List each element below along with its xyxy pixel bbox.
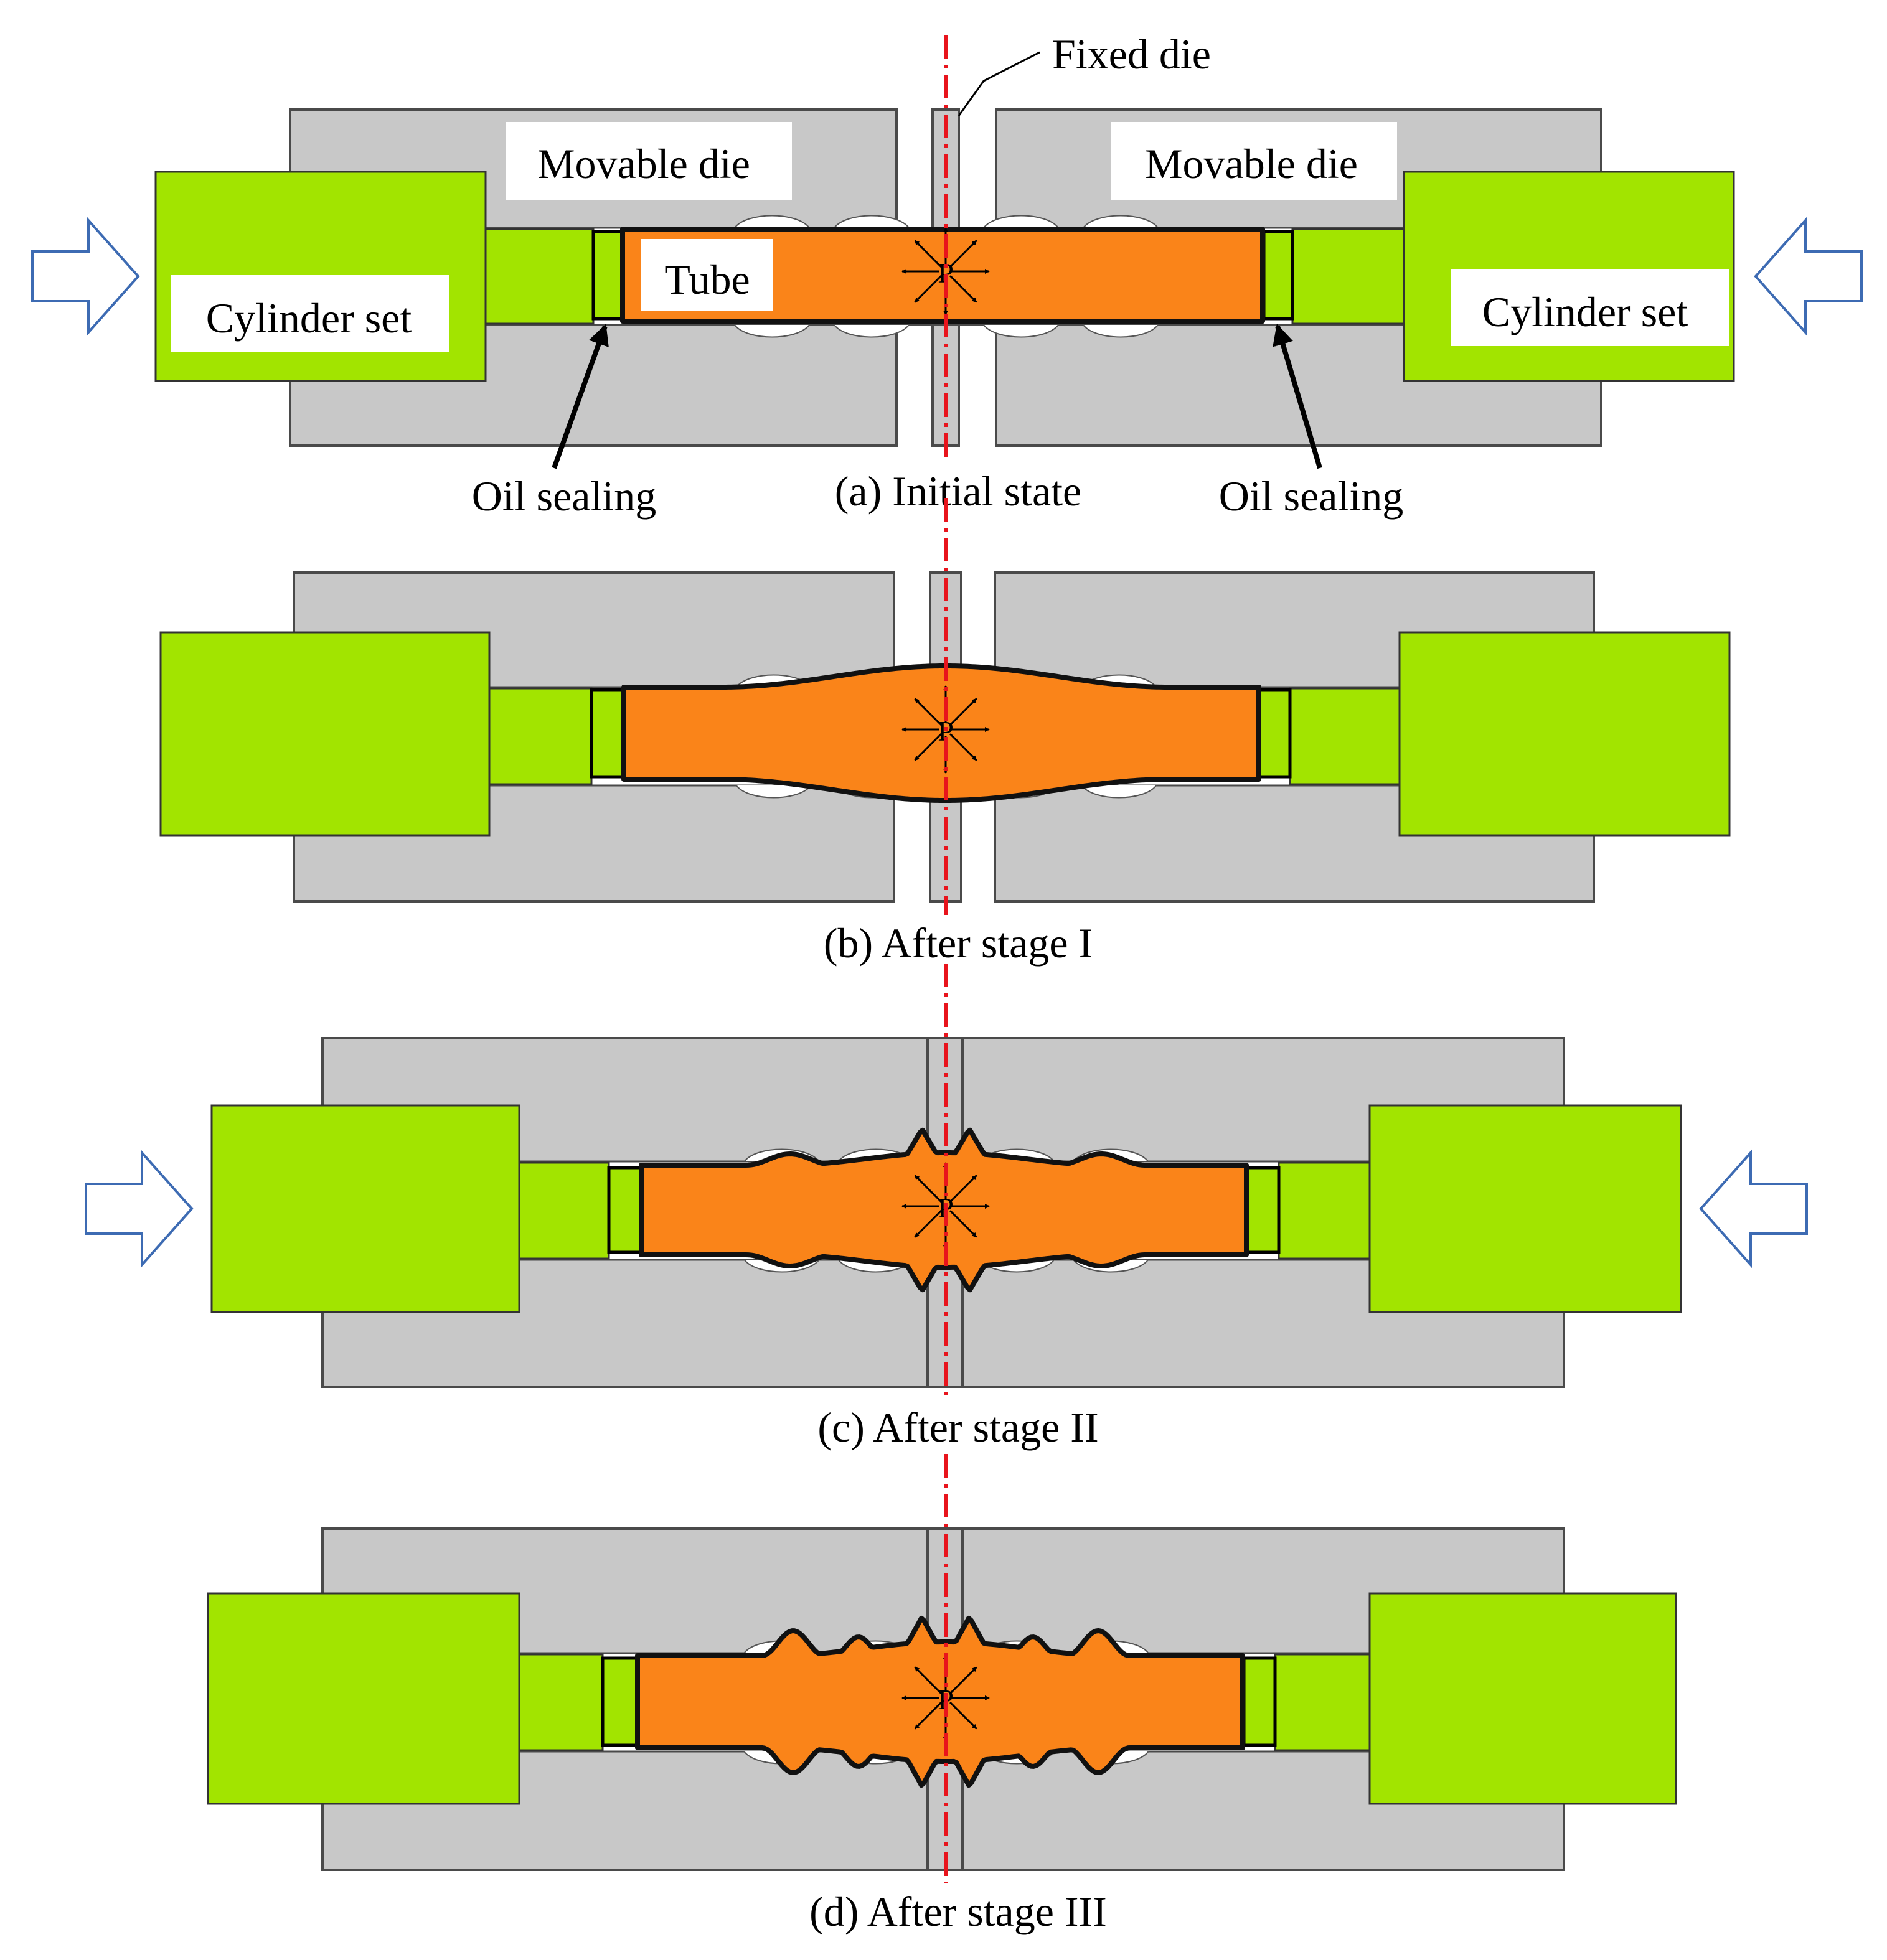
piston-left: [518, 1161, 610, 1260]
oil-seal-right: [1245, 1166, 1281, 1254]
pressure-arrow: [949, 1666, 977, 1694]
panel-c: P(c) After stage II: [85, 964, 1808, 1451]
cylinder-right: [1398, 631, 1731, 837]
label-cylinder-set-right-bg: [1451, 269, 1729, 346]
label-tube-text: Tube: [664, 256, 750, 303]
tube: [621, 663, 1261, 803]
label-cylinder-set-right: Cylinder set: [1451, 269, 1729, 346]
pressure-arrow: [914, 733, 942, 761]
label-movable-die-right: Movable die: [1111, 122, 1397, 200]
pressure-arrow: [914, 1175, 942, 1203]
oil-seal-left: [591, 230, 624, 321]
pressure-arrow: [914, 1210, 942, 1238]
label-movable-die-right-text: Movable die: [1145, 140, 1358, 187]
caption-c: (c) After stage II: [817, 1404, 1098, 1451]
push-arrow-icon: [1699, 1149, 1808, 1268]
push-arrow-icon: [1754, 217, 1863, 336]
pressure-arrow: [914, 240, 942, 268]
panel-b: P(b) After stage I: [159, 498, 1731, 967]
cylinder-left: [159, 631, 491, 837]
piston-left: [488, 687, 593, 785]
piston-left: [484, 228, 595, 325]
die-groove: [734, 324, 810, 338]
tube: [620, 227, 1265, 324]
die-groove: [983, 215, 1059, 228]
label-oil-sealing-right: Oil sealing: [1219, 472, 1404, 520]
cylinder-right: [1368, 1592, 1677, 1805]
push-arrow-icon: [85, 1149, 194, 1268]
pressure-arrow: [949, 275, 977, 303]
push-arrow-icon: [31, 217, 140, 336]
die-groove: [1083, 324, 1159, 338]
pressure-arrow: [914, 275, 942, 303]
pressure-arrow: [949, 1175, 977, 1203]
caption-a: (a) Initial state: [835, 467, 1081, 515]
cylinder-right: [1368, 1104, 1682, 1313]
oil-sealing-arrow-right: [1273, 324, 1322, 469]
label-movable-die-left-bg: [506, 122, 792, 200]
oil-seal-right: [1257, 688, 1292, 779]
label-fixed-die: Fixed die: [1052, 30, 1211, 78]
piston-right: [1278, 1161, 1371, 1260]
die-groove: [1081, 785, 1157, 799]
label-movable-die-left: Movable die: [506, 122, 792, 200]
label-movable-die-left-text: Movable die: [537, 140, 750, 187]
label-cylinder-set-left: Cylinder set: [171, 275, 449, 352]
label-cylinder-set-left-bg: [171, 275, 449, 352]
piston-left: [518, 1653, 604, 1751]
pressure-arrow: [949, 698, 977, 726]
panel-d: P(d) After stage III: [207, 1454, 1677, 1935]
cylinder-left: [210, 1104, 520, 1313]
pressure-arrow: [914, 698, 942, 726]
piston-right: [1289, 687, 1401, 785]
caption-b: (b) After stage I: [824, 919, 1093, 967]
tube: [635, 1615, 1245, 1788]
pressure-arrow: [949, 240, 977, 268]
label-movable-die-right-bg: [1111, 122, 1397, 200]
piston-right: [1274, 1653, 1371, 1751]
die-groove: [834, 215, 910, 228]
pressure-arrow: [949, 1702, 977, 1730]
die-groove: [1083, 215, 1159, 228]
oil-seal-left: [590, 688, 626, 779]
die-groove: [834, 324, 910, 338]
label-cylinder-set-left-text: Cylinder set: [206, 294, 412, 342]
label-tube-bg: [641, 239, 773, 311]
cylinder-left: [207, 1592, 520, 1805]
label-tube: Tube: [641, 239, 773, 311]
oil-seal-left: [607, 1166, 643, 1254]
pressure-arrow: [914, 1702, 942, 1730]
label-cylinder-set-right-text: Cylinder set: [1482, 288, 1688, 335]
pressure-arrow: [914, 1666, 942, 1694]
pressure-arrow: [949, 733, 977, 761]
die-groove: [983, 324, 1059, 338]
oil-seal-left: [601, 1656, 639, 1747]
pressure-arrow: [949, 1210, 977, 1238]
fixed-die-leader: [958, 51, 1040, 116]
die-groove: [734, 215, 810, 228]
die-groove: [735, 785, 812, 799]
label-oil-sealing-left: Oil sealing: [472, 472, 657, 520]
oil-seal-right: [1242, 1656, 1277, 1747]
caption-d: (d) After stage III: [809, 1888, 1107, 1935]
oil-sealing-arrow-left: [552, 324, 609, 469]
oil-seal-right: [1262, 230, 1294, 321]
piston-right: [1291, 228, 1405, 325]
